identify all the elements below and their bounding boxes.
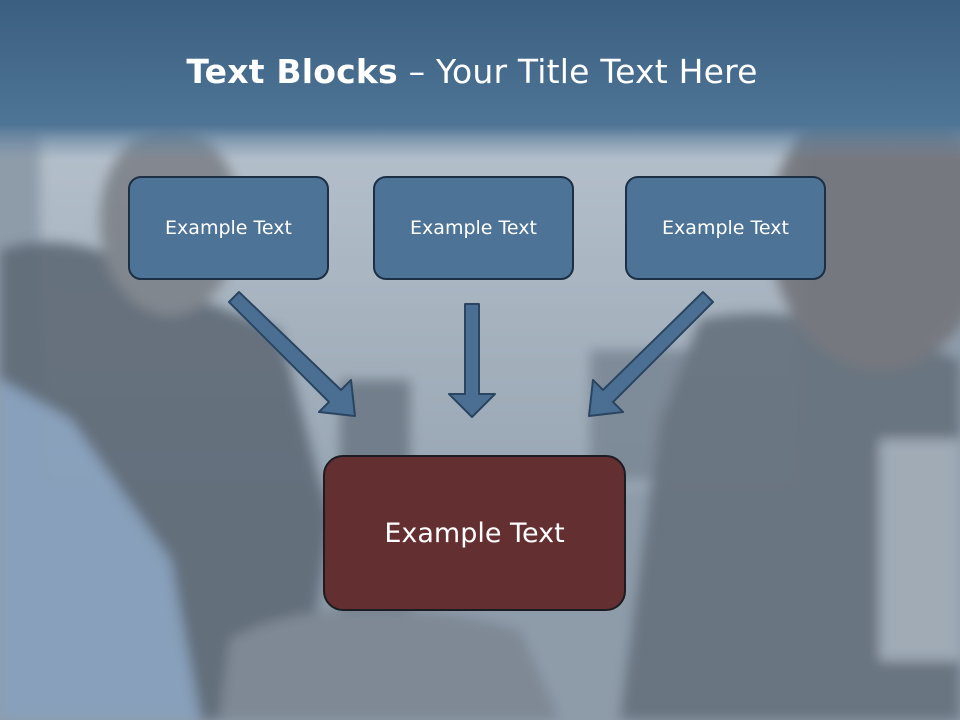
target-text-block[interactable]: Example Text [323,455,626,611]
target-text-block-label: Example Text [384,517,565,549]
text-block-3-label: Example Text [662,217,789,239]
text-block-1[interactable]: Example Text [128,176,329,280]
title-regular-part: – Your Title Text Here [397,52,758,91]
text-block-2[interactable]: Example Text [373,176,574,280]
title-bold-part: Text Blocks [186,52,398,91]
arrow-center [448,303,496,418]
arrow-left [228,291,356,417]
text-block-2-label: Example Text [410,217,537,239]
text-block-1-label: Example Text [165,217,292,239]
slide-title: Text Blocks – Your Title Text Here [0,52,944,91]
arrow-right [588,291,714,417]
text-block-3[interactable]: Example Text [625,176,826,280]
